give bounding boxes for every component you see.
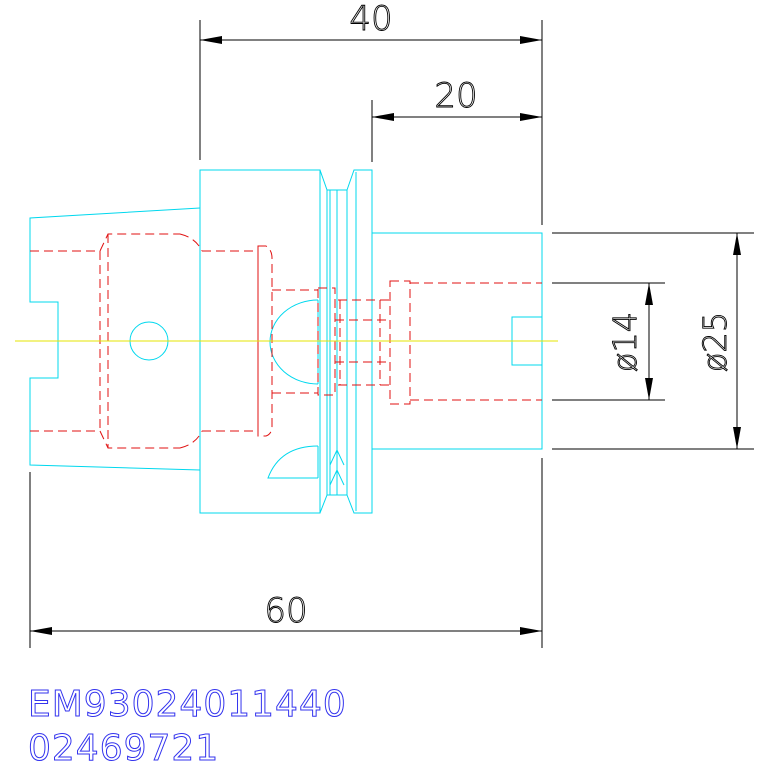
part-code-primary: EM93024011440 (28, 684, 347, 725)
dimension-label-20: 20 (434, 76, 477, 116)
dimension-label-dia-14: ø14 (606, 312, 644, 372)
dimension-label-40: 40 (349, 0, 392, 39)
dimension-lines (29, 20, 754, 648)
dimension-label-dia-25: ø25 (696, 312, 734, 372)
part-code-secondary: 02469721 (28, 728, 219, 767)
dimension-label-60: 60 (264, 591, 307, 631)
